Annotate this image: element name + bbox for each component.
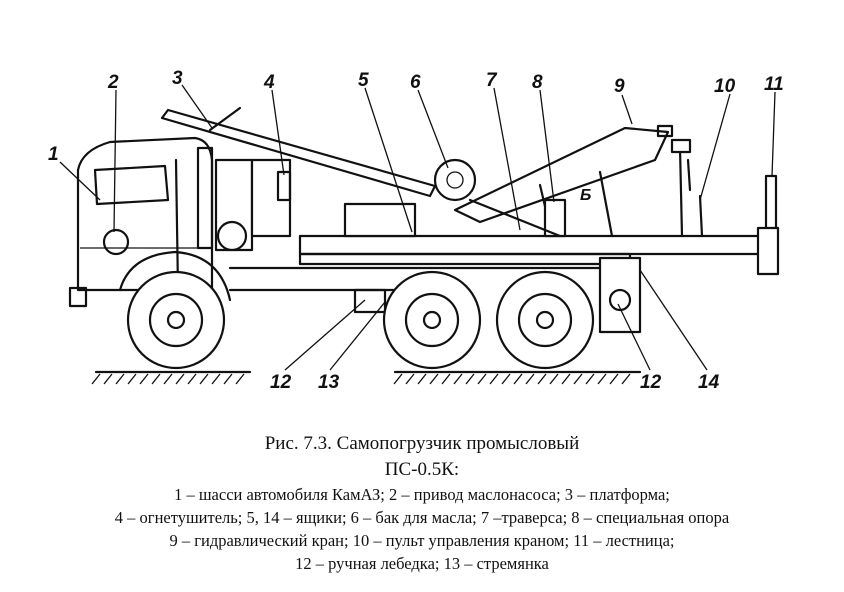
caption-legend-line3: 9 – гидравлический кран; 10 – пульт упра… bbox=[169, 531, 675, 550]
ground-hatch bbox=[91, 370, 642, 385]
control-panel bbox=[670, 138, 704, 238]
callout-8: 8 bbox=[532, 72, 543, 93]
callout-14: 14 bbox=[698, 372, 720, 393]
leader-lines bbox=[59, 84, 776, 371]
callout-12-right: 12 bbox=[640, 372, 662, 393]
callout-10: 10 bbox=[714, 76, 736, 97]
rear-wheel-1 bbox=[382, 270, 482, 370]
callouts: 1 2 3 4 5 6 7 8 9 10 11 12 13 12 14 Б bbox=[48, 68, 784, 393]
callout-9: 9 bbox=[614, 76, 625, 97]
caption-title-line1: Рис. 7.3. Самопогрузчик промысловый bbox=[264, 433, 580, 454]
callout-7: 7 bbox=[486, 70, 498, 91]
caption-title-line2: ПС-0.5К: bbox=[384, 459, 460, 480]
callout-13: 13 bbox=[318, 372, 340, 393]
caption-legend-line2: 4 – огнетушитель; 5, 14 – ящики; 6 – бак… bbox=[114, 508, 730, 527]
hydraulic-crane bbox=[453, 124, 674, 238]
chassis-frame bbox=[228, 234, 772, 292]
callout-1: 1 bbox=[48, 144, 59, 165]
truck-diagram: 1 2 3 4 5 6 7 8 9 10 11 12 13 12 14 Б bbox=[48, 68, 784, 393]
truck-cab bbox=[68, 136, 254, 308]
ladder bbox=[756, 174, 780, 276]
callout-2: 2 bbox=[107, 72, 119, 93]
caption-legend-line1: 1 – шасси автомобиля КамАЗ; 2 – привод м… bbox=[174, 485, 670, 504]
rear-box bbox=[353, 256, 642, 334]
truck-figure: 1 2 3 4 5 6 7 8 9 10 11 12 13 12 14 Б bbox=[48, 68, 784, 393]
callout-11: 11 bbox=[764, 74, 784, 95]
inline-label-b: Б bbox=[580, 187, 591, 204]
rear-wheel-2 bbox=[495, 270, 595, 370]
front-wheel bbox=[126, 270, 226, 370]
oil-tank bbox=[433, 158, 477, 202]
figure-caption: Рис. 7.3. Самопогрузчик промысловый ПС-0… bbox=[0, 430, 844, 574]
platform bbox=[160, 106, 437, 238]
caption-legend-line4: 12 – ручная лебедка; 13 – стремянка bbox=[295, 554, 549, 573]
callout-6: 6 bbox=[410, 72, 421, 93]
callout-5: 5 bbox=[358, 70, 369, 91]
callout-3: 3 bbox=[172, 68, 183, 89]
callout-12-left: 12 bbox=[270, 372, 292, 393]
callout-4: 4 bbox=[263, 72, 275, 93]
